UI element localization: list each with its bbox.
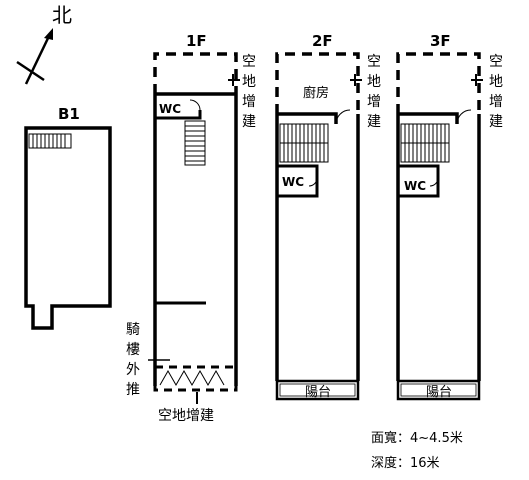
f3-addition-right-3: 增 xyxy=(489,94,503,110)
compass-arrow-shaft xyxy=(24,33,52,85)
f1-folding-door xyxy=(159,369,225,387)
f3-stairs xyxy=(400,123,450,163)
f2-wc-label: WC xyxy=(282,175,304,189)
f2-door-arc xyxy=(335,109,351,125)
f1-wc-door-arc xyxy=(189,99,201,111)
f3-addition-right-2: 地 xyxy=(489,74,503,90)
floor-3f: 3F WC 陽台 空 地 增 建 xyxy=(396,32,503,401)
f3-balcony xyxy=(396,379,481,401)
f3-addition-right-4: 建 xyxy=(489,114,503,130)
f3-addition-right-1: 空 xyxy=(489,54,503,70)
compass-north-label: 北 xyxy=(52,3,72,27)
floor-2f: 2F 廚房 WC 陽台 空 地 增 建 xyxy=(275,32,381,401)
compass: 北 xyxy=(16,3,72,85)
f3-addition-top-dashed xyxy=(396,52,481,114)
f3-wall-top xyxy=(398,112,459,124)
floor-1f-label: 1F xyxy=(186,32,207,50)
b1-outline xyxy=(24,126,112,330)
f1-wc-label: WC xyxy=(159,102,181,116)
f1-wc-walls xyxy=(155,110,202,120)
frontage-info: 面寬：4~4.5米 xyxy=(371,431,463,446)
f1-addition-bottom-dashed xyxy=(153,365,238,392)
f2-addition-right-2: 地 xyxy=(367,74,381,90)
f2-addition-right-4: 建 xyxy=(367,114,381,130)
f3-balcony-rail xyxy=(400,383,477,397)
f2-wc-walls xyxy=(277,164,319,198)
f1-addition-bottom-label: 空地增建 xyxy=(158,408,214,424)
f1-arcade-4: 推 xyxy=(126,382,140,398)
f3-wc-door-arc xyxy=(429,177,439,187)
floor-b1: B1 xyxy=(24,105,112,330)
f1-addition-right-4: 建 xyxy=(242,114,256,130)
f1-arcade-2: 樓 xyxy=(126,342,140,358)
f1-addition-right-3: 增 xyxy=(242,94,256,110)
f1-stairs xyxy=(184,120,206,166)
f2-wall-top xyxy=(277,112,338,124)
f3-balcony-label: 陽台 xyxy=(426,385,452,400)
floor-2f-label: 2F xyxy=(312,32,333,50)
f1-addition-top-dashed xyxy=(153,52,238,94)
f2-balcony xyxy=(275,379,360,401)
depth-info: 深度：16米 xyxy=(371,456,440,471)
f3-wc-label: WC xyxy=(404,179,426,193)
f2-balcony-rail xyxy=(279,383,356,397)
compass-cross xyxy=(16,60,45,82)
f2-stairs xyxy=(279,123,329,163)
compass-arrow-head xyxy=(44,28,53,40)
floor-1f: 1F WC 空地增建 空 地 增 建 騎 樓 外 推 xyxy=(126,32,256,424)
f2-addition-right-3: 增 xyxy=(367,94,381,110)
f1-arcade-3: 外 xyxy=(126,362,140,378)
f2-balcony-label: 陽台 xyxy=(305,385,331,400)
b1-stairs xyxy=(28,133,72,149)
f2-kitchen-label: 廚房 xyxy=(303,85,329,101)
f3-wc-walls xyxy=(398,164,440,198)
f2-addition-top-dashed xyxy=(275,52,360,114)
f3-door-arc xyxy=(456,109,472,125)
floor-b1-label: B1 xyxy=(58,105,80,123)
f2-addition-right-1: 空 xyxy=(367,54,381,70)
f1-addition-right-2: 地 xyxy=(242,74,256,90)
f1-arcade-1: 騎 xyxy=(126,322,140,338)
f2-wc-door-arc xyxy=(308,177,318,187)
floor-3f-label: 3F xyxy=(430,32,451,50)
f1-addition-right-1: 空 xyxy=(242,54,256,70)
